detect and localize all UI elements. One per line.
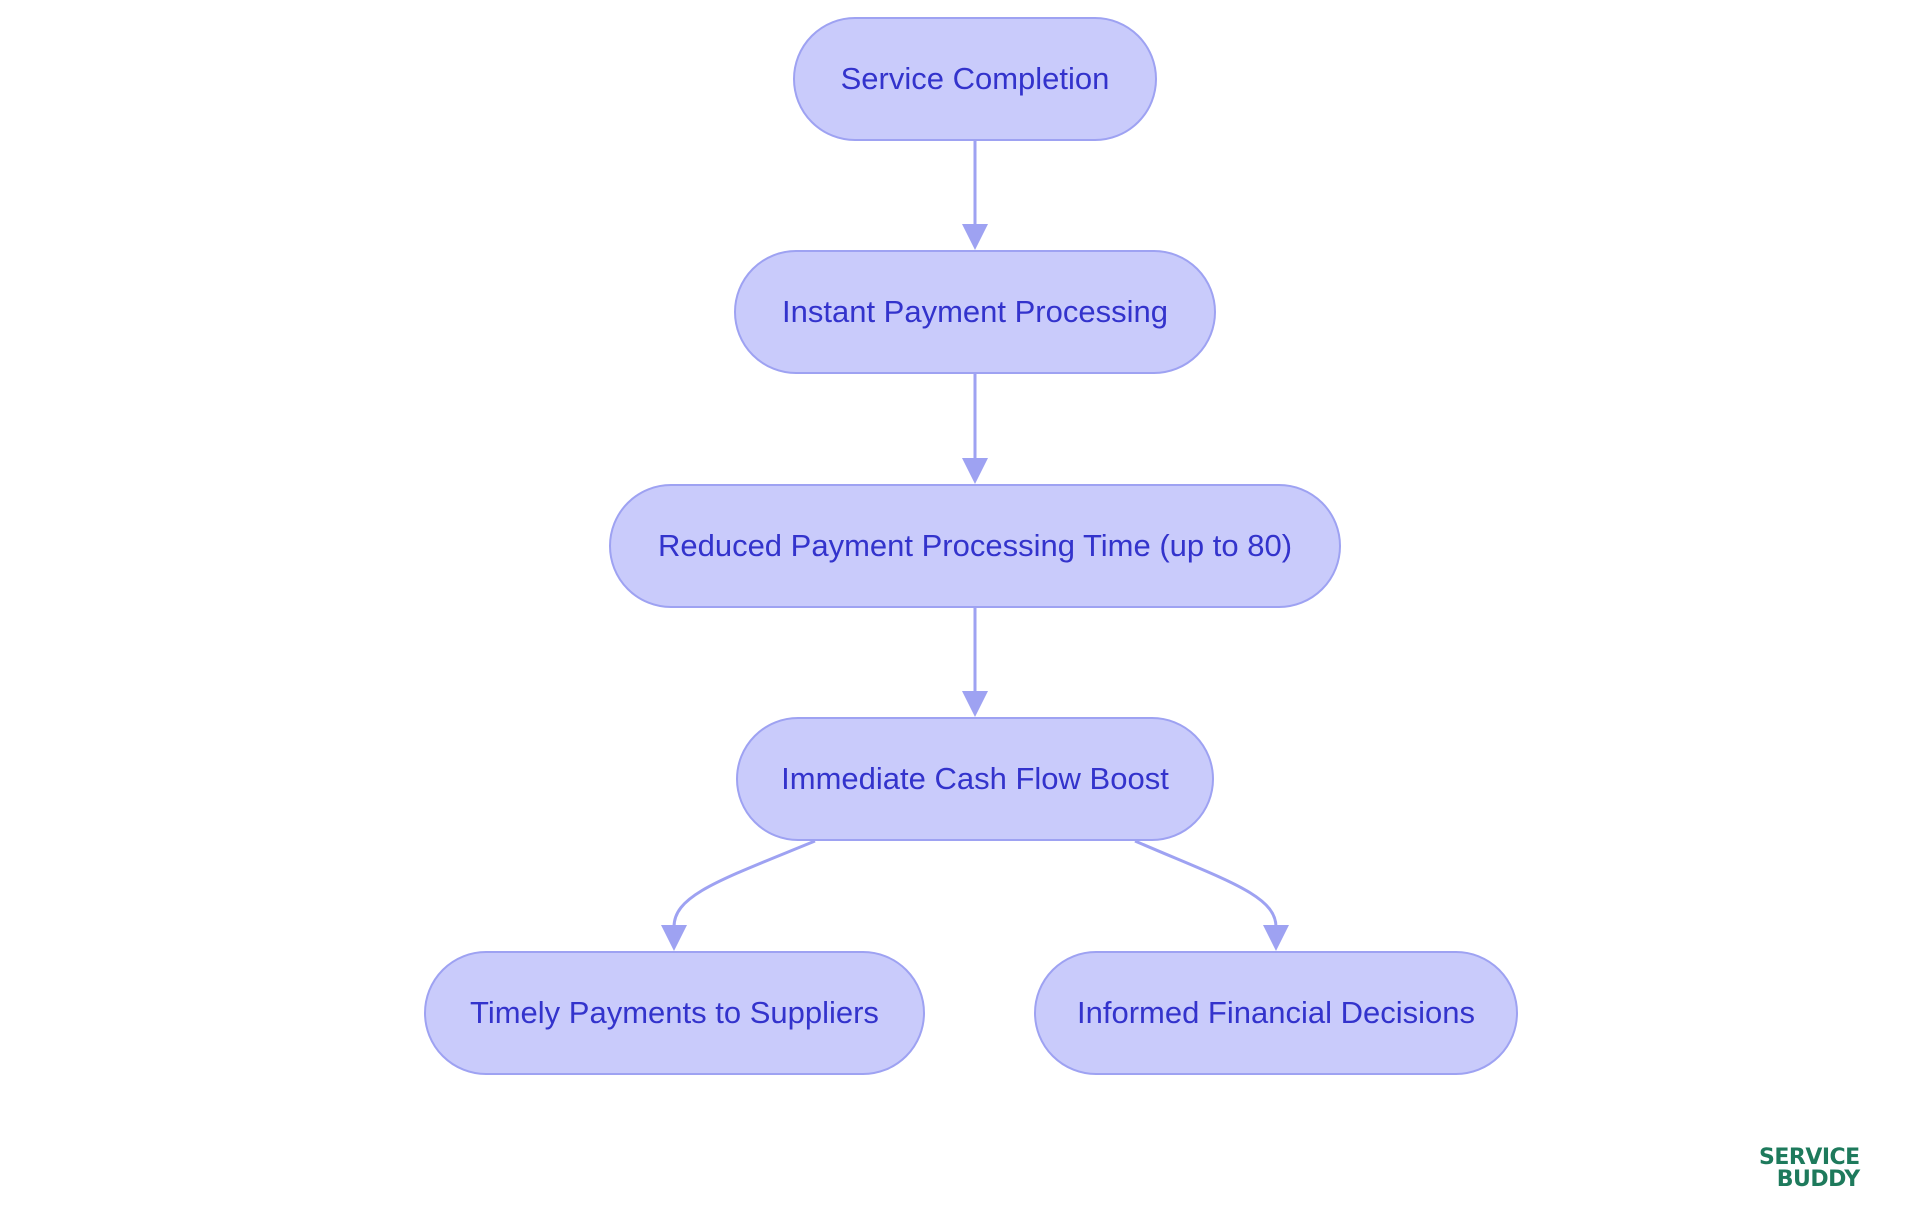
node-reduced-processing-time: Reduced Payment Processing Time (up to 8… [609,484,1341,608]
node-label: Informed Financial Decisions [1076,995,1475,1030]
node-informed-decisions: Informed Financial Decisions [1034,951,1518,1075]
node-timely-payments: Timely Payments to Suppliers [424,951,925,1075]
node-cash-flow-boost: Immediate Cash Flow Boost [736,717,1214,841]
arrowhead-n3 [962,458,988,484]
node-label: Timely Payments to Suppliers [470,995,879,1030]
logo-wordmark: SERVICE BUDDY [1759,1147,1860,1191]
node-label: Service Completion [840,61,1110,96]
arrowhead-n6 [1263,925,1289,951]
arrowhead-n2 [962,224,988,250]
edge-n4-n5 [672,839,816,928]
logo-line-1: SERVICE [1759,1145,1860,1170]
edge-n4-n6 [1134,839,1278,928]
node-service-completion: Service Completion [793,17,1157,141]
brand-logo: SERVICE BUDDY [1759,1143,1860,1195]
node-label: Reduced Payment Processing Time (up to 8… [657,528,1293,563]
node-label: Immediate Cash Flow Boost [781,761,1169,796]
logo-line-2: BUDDY [1776,1167,1861,1192]
arrowhead-n5 [661,925,687,951]
node-instant-payment-processing: Instant Payment Processing [734,250,1216,374]
node-label: Instant Payment Processing [782,294,1168,329]
arrowhead-n4 [962,691,988,717]
